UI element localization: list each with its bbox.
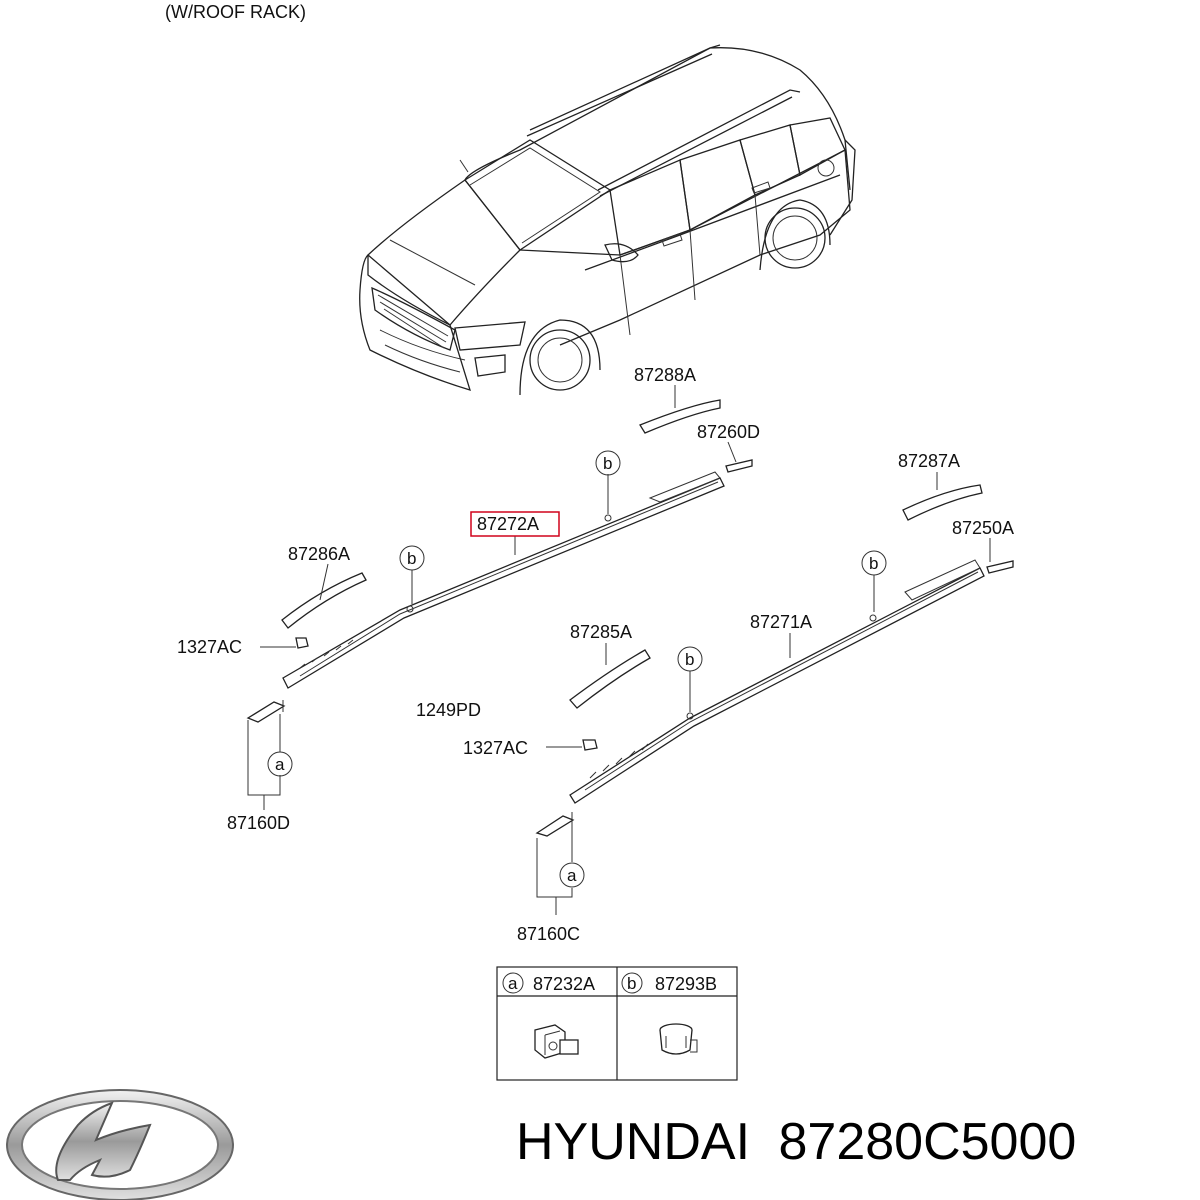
callout-a-2	[559, 862, 585, 888]
cover-87286A	[281, 572, 367, 629]
cover-87287A	[902, 484, 983, 521]
label-87285A: 87285A	[570, 622, 632, 642]
label-87260D: 87260D	[697, 422, 760, 442]
front-cover-87160C	[535, 815, 575, 837]
header-note: (W/ROOF RACK)	[165, 2, 306, 22]
callout-a-2-label: a	[567, 866, 577, 885]
callout-circles: b b b b a a	[267, 450, 887, 888]
nut-1327AC-right	[582, 739, 598, 751]
vehicle-illustration	[359, 44, 856, 396]
label-1327AC-left: 1327AC	[177, 637, 242, 657]
callout-b-1-label: b	[603, 454, 612, 473]
legend-table: a 87232A b 87293B	[496, 966, 738, 1081]
clip-87232A-drawing	[534, 1024, 579, 1059]
label-87160C: 87160C	[517, 924, 580, 944]
cover-87285A	[569, 649, 651, 709]
callout-a-1-label: a	[275, 755, 285, 774]
pad-87260D	[725, 459, 753, 473]
pad-87250A	[986, 560, 1014, 574]
roof-rail-87271A	[569, 567, 985, 804]
label-87288A: 87288A	[634, 365, 696, 385]
leader-lines	[247, 385, 991, 915]
label-1249PD: 1249PD	[416, 700, 481, 720]
highlight-box	[470, 511, 560, 537]
label-87286A: 87286A	[288, 544, 350, 564]
callout-b-3	[861, 550, 887, 576]
label-87287A: 87287A	[898, 451, 960, 471]
legend-b-circle	[621, 972, 643, 994]
callout-b-1	[595, 450, 621, 476]
hyundai-logo	[6, 1089, 234, 1200]
label-87250A: 87250A	[952, 518, 1014, 538]
right-roof-rail-assembly	[535, 484, 1014, 837]
legend-a-circle	[502, 972, 524, 994]
nut-1327AC-left	[295, 637, 309, 649]
footer-part-number: 87280C5000	[778, 1113, 1077, 1171]
label-87271A: 87271A	[750, 612, 812, 632]
cover-87288A	[639, 399, 721, 434]
left-roof-rail-assembly	[246, 399, 753, 723]
part-labels: 87288A 87260D 87287A 87272A 87250A 87286…	[177, 365, 1014, 944]
legend-b-key: b	[627, 974, 636, 993]
roof-rail-87272A	[282, 477, 725, 689]
label-87160D: 87160D	[227, 813, 290, 833]
callout-b-2	[399, 545, 425, 571]
label-87272A: 87272A	[477, 514, 539, 534]
legend-b-part: 87293B	[655, 974, 717, 994]
footer-brand: HYUNDAI	[516, 1113, 751, 1171]
callout-b-4-label: b	[685, 650, 694, 669]
legend-a-part: 87232A	[533, 974, 595, 994]
legend-a-key: a	[508, 974, 518, 993]
callout-b-2-label: b	[407, 549, 416, 568]
callout-a-1	[267, 751, 293, 777]
callout-b-4	[677, 646, 703, 672]
footer-part-title: HYUNDAI 87280C5000	[516, 1112, 1076, 1172]
callout-b-3-label: b	[869, 554, 878, 573]
clip-87293B-drawing	[659, 1023, 698, 1055]
front-cover-87160D	[246, 701, 286, 723]
label-1327AC-right: 1327AC	[463, 738, 528, 758]
